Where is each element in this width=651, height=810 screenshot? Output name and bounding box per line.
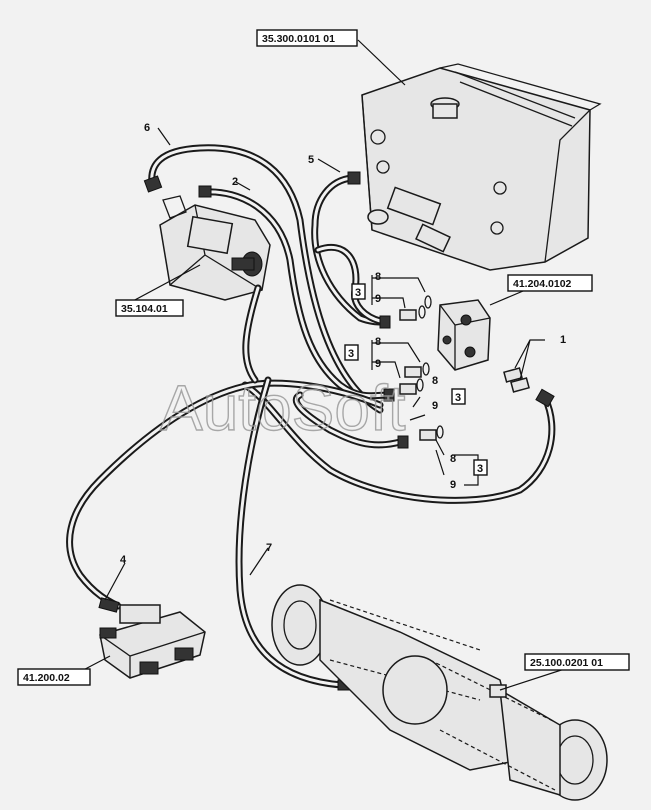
hydraulic-pump [159,195,271,301]
ref-valve-label: 41.204.0102 [513,278,572,290]
ref-pump[interactable]: 35.104.01 [115,299,184,317]
kit-3-box-a[interactable]: 3 [351,283,366,300]
ref-brake-valve-label: 41.200.02 [23,672,70,684]
callout-8-b: 8 [375,336,381,348]
callout-7: 7 [266,542,272,554]
ref-axle-label: 25.100.0201 01 [530,657,603,669]
callout-4: 4 [120,554,127,566]
ref-brake-valve[interactable]: 41.200.02 [17,668,91,686]
callout-9-d: 9 [450,479,456,491]
callout-8-c: 8 [432,375,438,387]
kit-3-box-b[interactable]: 3 [344,344,359,361]
kit-3-label-d: 3 [477,463,483,475]
callout-2: 2 [232,176,238,188]
ref-valve[interactable]: 41.204.0102 [507,274,593,292]
ref-tank-label: 35.300.0101 01 [262,33,335,45]
callout-9-a: 9 [375,293,381,305]
brake-valve [99,604,206,679]
watermark-text: AutoSoft [160,372,406,444]
leader-lines [69,39,587,691]
callout-8-a: 8 [375,271,381,283]
drive-axle [271,584,608,801]
kit-3-label-c: 3 [455,392,461,404]
callout-8-d: 8 [450,453,456,465]
kit-3-box-c[interactable]: 3 [451,388,466,405]
kit-3-box-d[interactable]: 3 [473,459,488,476]
hydraulic-tank [361,63,602,271]
control-valve [437,299,491,371]
kit-3-label-b: 3 [348,348,354,360]
hose-lines [66,144,556,689]
ref-axle[interactable]: 25.100.0201 01 [524,653,630,671]
callout-9-b: 9 [375,358,381,370]
ref-pump-label: 35.104.01 [121,303,168,315]
kit-3-label-a: 3 [355,287,361,299]
callout-9-c: 9 [432,400,438,412]
callout-5: 5 [308,154,314,166]
callout-6: 6 [144,122,150,134]
ref-tank[interactable]: 35.300.0101 01 [256,29,358,47]
callout-1: 1 [560,334,566,346]
